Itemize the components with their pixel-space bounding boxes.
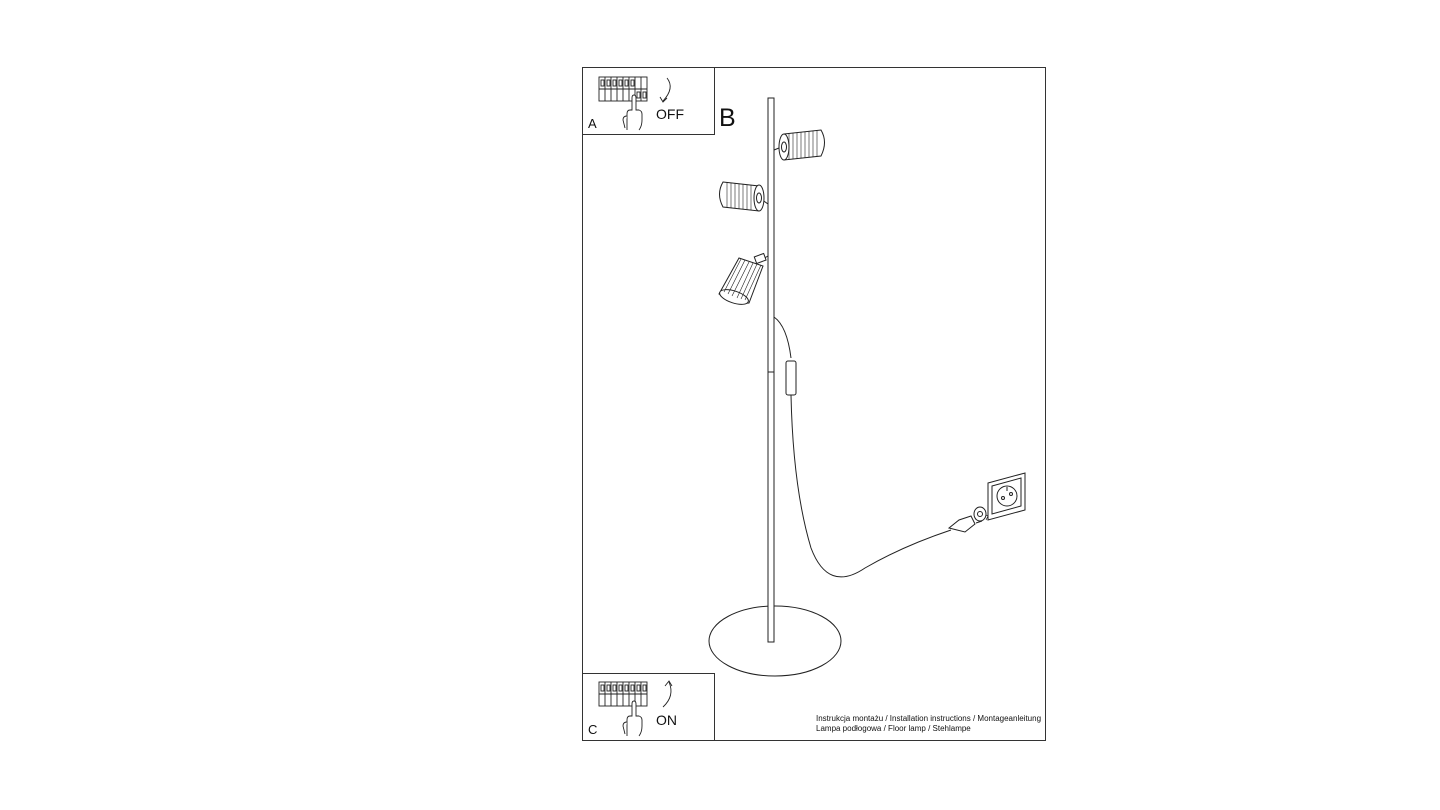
on-label: ON [656, 712, 677, 728]
fuse-box-icon [598, 680, 673, 737]
caption-line-2: Lampa podłogowa / Floor lamp / Stehlampe [816, 724, 971, 733]
hand-icon [622, 700, 643, 737]
hand-icon [622, 94, 643, 131]
panel-c-letter: C [588, 722, 598, 737]
floor-lamp-illustration [708, 97, 1026, 677]
spotlight-lower [718, 252, 769, 305]
power-cable [773, 316, 952, 578]
lamp-base [708, 605, 842, 677]
panel-b-letter: B [719, 104, 736, 132]
panel-a-letter: A [588, 116, 597, 131]
panel-c-switch-on: C ON [582, 673, 715, 741]
spotlight-upper [773, 129, 825, 161]
wall-socket-icon [973, 472, 1026, 522]
instruction-sheet: A OFF B [582, 67, 1046, 741]
spotlight-middle [719, 181, 769, 212]
inline-switch [785, 360, 797, 396]
off-label: OFF [656, 106, 684, 122]
panel-a-switch-off: A OFF [582, 67, 715, 135]
lamp-pole [767, 97, 775, 643]
rotate-arrow-icon [662, 680, 673, 708]
caption: Instrukcja montażu / Installation instru… [816, 714, 1041, 734]
caption-line-1: Instrukcja montażu / Installation instru… [816, 714, 1042, 723]
rotate-arrow-icon [659, 77, 671, 103]
fuse-box-icon [598, 76, 671, 131]
